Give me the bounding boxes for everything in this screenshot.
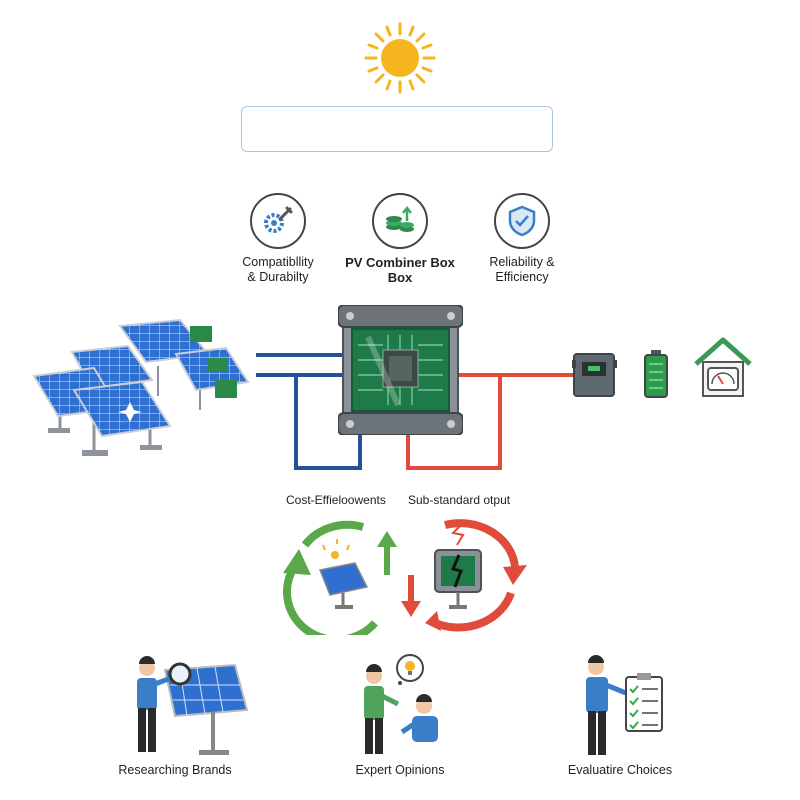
feature-reliability: Reliability &Efficiency	[452, 193, 592, 285]
coins-arrow-icon	[372, 193, 428, 249]
evaluating-choices-illustration	[586, 655, 663, 755]
bottom-label-researching-brands: Researching Brands	[118, 763, 232, 777]
house-meter-icon	[694, 337, 752, 397]
bottom-label-expert-opinions: Expert Opinions	[355, 763, 445, 777]
feature-label: Reliability &Efficiency	[489, 255, 555, 284]
researching-brands-illustration	[137, 656, 249, 755]
feature-compatibility: Compatibllity& Durabilty	[208, 193, 348, 285]
shield-check-icon	[494, 193, 550, 249]
bottom-label-evaluating-choices: Evaluatire Choices	[567, 763, 673, 777]
gear-wrench-icon	[250, 193, 306, 249]
cycle-label-left: Cost-Effieloowents	[286, 493, 386, 507]
title-box	[241, 106, 553, 152]
green-cycle-arrow	[283, 560, 378, 635]
broken-combiner-box-icon	[434, 549, 482, 609]
solar-panel-array	[32, 318, 250, 456]
red-wire-loop	[406, 375, 502, 470]
cost-vs-quality-cycle	[283, 519, 527, 635]
small-solar-panel-icon	[318, 539, 369, 609]
pv-combiner-box	[338, 305, 463, 435]
expert-opinions-illustration	[364, 654, 438, 754]
sun-icon	[364, 22, 436, 94]
inverter-icon	[572, 353, 617, 397]
cycle-label-right: Sub-standard otput	[408, 493, 511, 507]
battery-icon	[644, 350, 668, 398]
feature-label: Compatibllity& Durabilty	[242, 255, 314, 284]
blue-wire-loop	[256, 373, 362, 470]
red-cycle-arrow	[444, 519, 519, 568]
